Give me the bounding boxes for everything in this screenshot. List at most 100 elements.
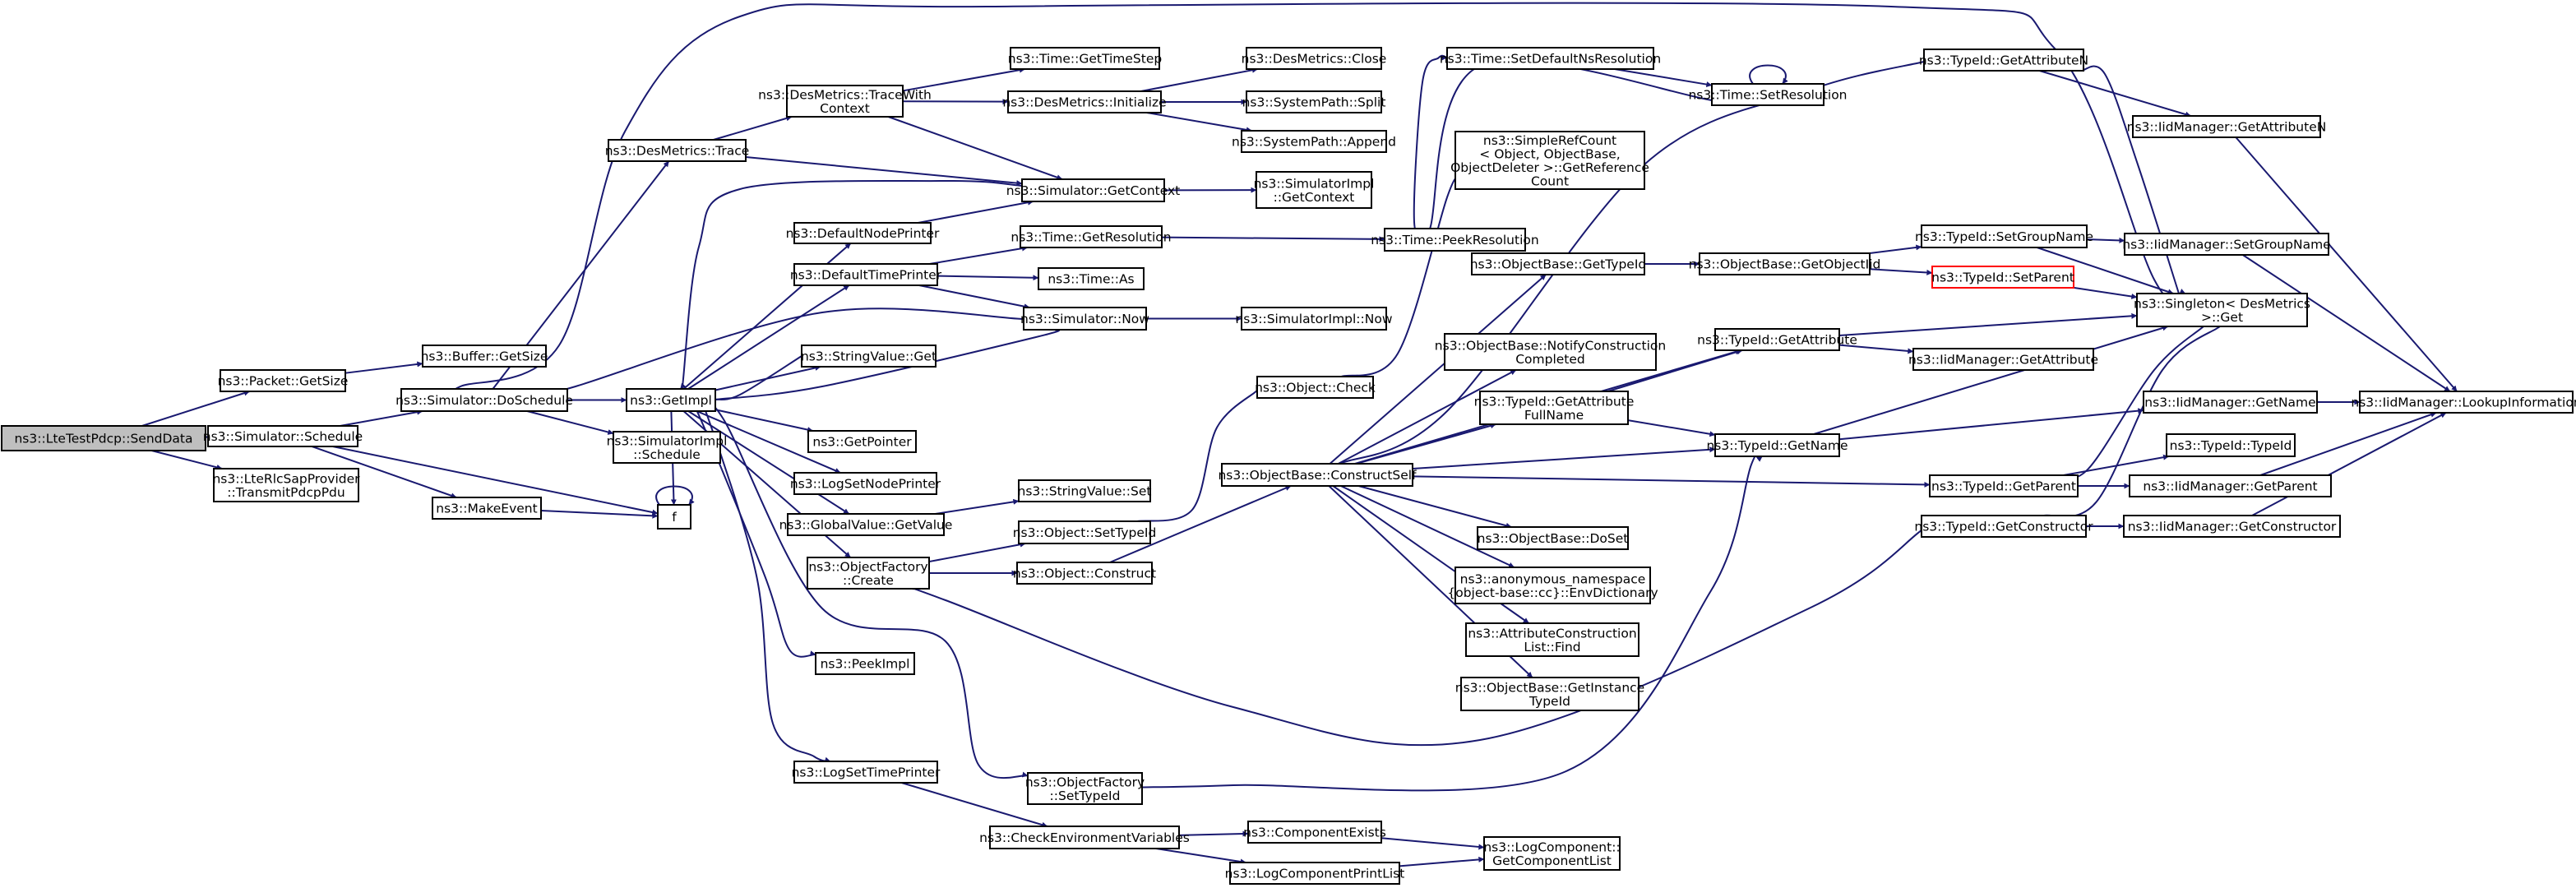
node-getimpl[interactable]: ns3::GetImpl xyxy=(626,388,716,412)
node-dmtrace[interactable]: ns3::DesMetrics::Trace xyxy=(605,139,750,162)
edge-dosched-to-simnow xyxy=(550,308,1040,394)
node-singleton[interactable]: ns3::Singleton< DesMetrics>::Get xyxy=(2134,293,2310,327)
node-box xyxy=(807,557,930,590)
node-tidsetparent[interactable]: ns3::TypeId::SetParent xyxy=(1931,266,2074,289)
node-label: ns3::AttributeConstruction xyxy=(1468,626,1636,641)
node-split[interactable]: ns3::SystemPath::Split xyxy=(1242,90,1386,113)
node-simimplsched[interactable]: ns3::SimulatorImpl::Schedule xyxy=(607,431,728,464)
node-bgetsize[interactable]: ns3::Buffer::GetSize xyxy=(421,345,548,368)
node-label: ns3::SimulatorImpl xyxy=(607,433,728,448)
node-pgetsize[interactable]: ns3::Packet::GetSize xyxy=(218,369,349,392)
node-logsetnode[interactable]: ns3::LogSetNodePrinter xyxy=(790,472,941,495)
node-getcomplist[interactable]: ns3::LogComponent::GetComponentList xyxy=(1483,836,1621,871)
node-ofcreate[interactable]: ns3::ObjectFactory::Create xyxy=(807,557,930,590)
edge-getimpl-to-gvget xyxy=(687,410,850,515)
edge-tidgetattrn-to-iidgetattrn xyxy=(2039,70,2191,118)
node-iidgetname[interactable]: ns3::IidManager::GetName xyxy=(2143,391,2318,414)
node-box xyxy=(2136,293,2308,327)
edge-ofcreate-to-objsettid xyxy=(928,541,1026,563)
node-defnode[interactable]: ns3::DefaultNodePrinter xyxy=(786,222,940,244)
node-iidgetctor[interactable]: ns3::IidManager::GetConstructor xyxy=(2123,515,2341,538)
node-timestep[interactable]: ns3::Time::GetTimeStep xyxy=(1008,47,1162,70)
node-box xyxy=(815,652,915,675)
edge-iidsetgroup-to-lookup xyxy=(2242,254,2451,392)
node-box xyxy=(793,263,938,286)
node-peekimpl[interactable]: ns3::PeekImpl xyxy=(815,652,915,675)
node-compexists[interactable]: ns3::ComponentExists xyxy=(1243,821,1386,844)
node-strset[interactable]: ns3::StringValue::Set xyxy=(1018,479,1152,502)
node-timegetres[interactable]: ns3::Time::GetResolution xyxy=(1011,225,1172,248)
node-getptr[interactable]: ns3::GetPointer xyxy=(807,430,917,453)
node-f[interactable]: f xyxy=(657,504,691,530)
node-box xyxy=(989,826,1180,849)
node-label: ns3::Simulator::Schedule xyxy=(203,429,363,444)
node-checkenv[interactable]: ns3::CheckEnvironmentVariables xyxy=(979,826,1190,849)
node-label: Completed xyxy=(1515,352,1585,367)
node-send[interactable]: ns3::LteTestPdcp::SendData xyxy=(1,425,206,451)
node-simnow[interactable]: ns3::Simulator::Now xyxy=(1020,307,1149,331)
node-label: ns3::Time::As xyxy=(1048,272,1134,287)
node-setres[interactable]: ns3::Time::SetResolution xyxy=(1688,83,1848,106)
node-dminit[interactable]: ns3::DesMetrics::Initialize xyxy=(1002,90,1167,113)
node-ofsettid[interactable]: ns3::ObjectFactory::SetTypeId xyxy=(1025,772,1145,805)
edge-tidsetgroup-to-singleton xyxy=(2037,247,2174,295)
node-iidsetgroup[interactable]: ns3::IidManager::SetGroupName xyxy=(2122,233,2331,256)
node-constructself[interactable]: ns3::ObjectBase::ConstructSelf xyxy=(1218,463,1417,487)
node-lookup[interactable]: ns3::IidManager::LookupInformation xyxy=(2351,391,2576,414)
node-tidgetattrn[interactable]: ns3::TypeId::GetAttributeN xyxy=(1919,49,2088,72)
node-tidgetname[interactable]: ns3::TypeId::GetName xyxy=(1706,433,1848,457)
node-tidsetgroup[interactable]: ns3::TypeId::SetGroupName xyxy=(1915,224,2093,248)
node-iidgetparent[interactable]: ns3::IidManager::GetParent xyxy=(2129,474,2332,497)
node-envdict[interactable]: ns3::anonymous_namespace{object-base::cc… xyxy=(1447,567,1658,604)
node-box xyxy=(1016,562,1153,585)
node-tidgetparent[interactable]: ns3::TypeId::GetParent xyxy=(1929,474,2079,497)
node-transmit[interactable]: ns3::LteRlcSapProvider::TransmitPdcpPdu xyxy=(212,468,360,502)
node-box xyxy=(1241,130,1387,153)
node-simimplnow[interactable]: ns3::SimulatorImpl::Now xyxy=(1235,307,1393,331)
edge-setdefres-to-setres xyxy=(1614,68,1713,88)
node-tidgetctor[interactable]: ns3::TypeId::GetConstructor xyxy=(1914,515,2093,538)
node-sched[interactable]: ns3::Simulator::Schedule xyxy=(203,425,363,447)
node-notify[interactable]: ns3::ObjectBase::NotifyConstructionCompl… xyxy=(1435,333,1666,371)
node-logsettime[interactable]: ns3::LogSetTimePrinter xyxy=(792,761,941,784)
node-append[interactable]: ns3::SystemPath::Append xyxy=(1232,130,1396,153)
node-iidgetattrn[interactable]: ns3::IidManager::GetAttributeN xyxy=(2127,115,2327,138)
node-strget[interactable]: ns3::StringValue::Get xyxy=(801,345,937,368)
node-label: ns3::Buffer::GetSize xyxy=(421,349,548,364)
node-objconstruct[interactable]: ns3::Object::Construct xyxy=(1013,562,1156,585)
node-getctx[interactable]: ns3::Simulator::GetContext xyxy=(1006,178,1181,202)
node-makeevent[interactable]: ns3::MakeEvent xyxy=(432,497,542,520)
node-label: ns3::SimulatorImpl::Now xyxy=(1235,312,1392,326)
node-box xyxy=(1256,376,1374,399)
node-setdefres[interactable]: ns3::Time::SetDefaultNsResolution xyxy=(1440,47,1661,70)
node-dosched[interactable]: ns3::Simulator::DoSchedule xyxy=(395,388,573,412)
node-label: ns3::TypeId::GetConstructor xyxy=(1914,520,2093,534)
node-doset[interactable]: ns3::ObjectBase::DoSet xyxy=(1477,526,1629,550)
node-gvget[interactable]: ns3::GlobalValue::GetValue xyxy=(779,513,953,536)
node-tidgetattr[interactable]: ns3::TypeId::GetAttribute xyxy=(1697,328,1857,351)
node-getobjtid[interactable]: ns3::ObjectBase::GetObjectIid xyxy=(1689,252,1881,275)
node-objcheck[interactable]: ns3::Object::Check xyxy=(1255,376,1376,399)
node-objsettid[interactable]: ns3::Object::SetTypeId xyxy=(1013,520,1157,544)
node-deftime[interactable]: ns3::DefaultTimePrinter xyxy=(790,263,942,286)
node-label: ns3::Simulator::GetContext xyxy=(1006,183,1181,198)
node-tidtid[interactable]: ns3::TypeId::TypeId xyxy=(2166,433,2296,457)
node-logcomplist[interactable]: ns3::LogComponentPrintList xyxy=(1225,862,1405,885)
node-iidgetattr[interactable]: ns3::IidManager::GetAttribute xyxy=(1908,348,2098,371)
node-obgettid[interactable]: ns3::ObjectBase::GetTypeId xyxy=(1470,252,1647,275)
node-simimplctx[interactable]: ns3::SimulatorImpl::GetContext xyxy=(1254,171,1375,209)
node-dmclose[interactable]: ns3::DesMetrics::Close xyxy=(1242,47,1387,70)
node-label: ns3::Time::SetDefaultNsResolution xyxy=(1440,52,1661,67)
node-label: ::SetTypeId xyxy=(1050,789,1121,803)
node-box xyxy=(626,388,716,412)
node-simpleref[interactable]: ns3::SimpleRefCount< Object, ObjectBase,… xyxy=(1450,131,1649,190)
node-label: ns3::Object::Check xyxy=(1255,381,1376,395)
node-peekres[interactable]: ns3::Time::PeekResolution xyxy=(1371,228,1539,252)
node-label: ns3::IidManager::SetGroupName xyxy=(2122,238,2330,252)
node-timeas[interactable]: ns3::Time::As xyxy=(1038,267,1145,290)
node-box xyxy=(1465,622,1639,657)
